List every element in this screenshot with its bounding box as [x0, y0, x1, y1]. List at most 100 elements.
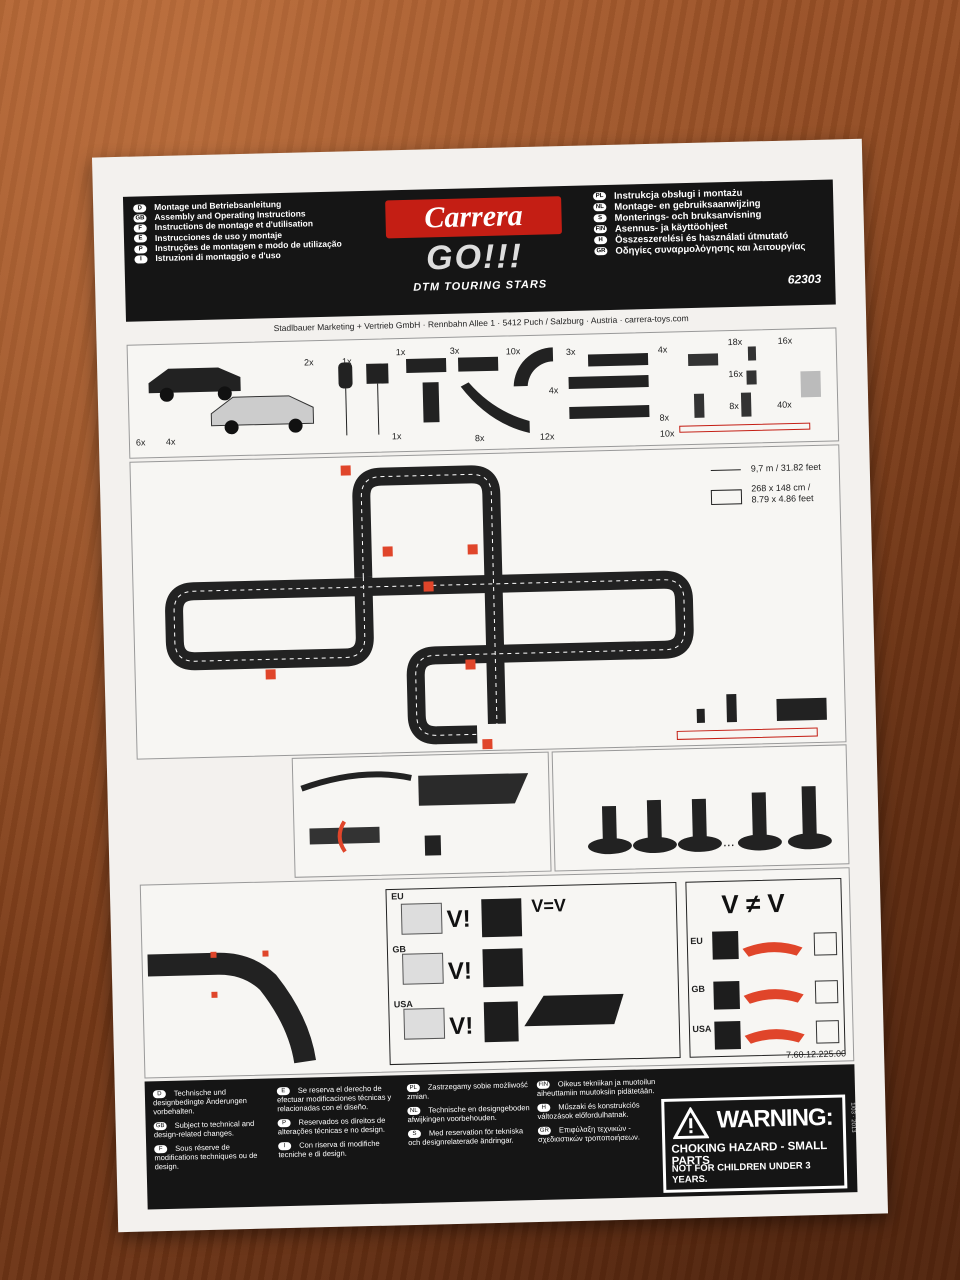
parts-illustration	[148, 346, 822, 436]
qty-label: 1x	[395, 346, 406, 358]
part-number: 7.60.12.225.00	[785, 1048, 847, 1060]
language-code-badge: PL	[592, 192, 607, 201]
region-label-eu: EU	[391, 891, 404, 902]
language-code-badge: D	[133, 204, 147, 213]
voltage-check-mark: V!	[446, 905, 472, 934]
qty-label: 16x	[728, 368, 744, 380]
support-assembly-step-panel: ...	[551, 744, 850, 872]
language-code-badge: P	[134, 244, 148, 254]
language-code-badge: NL	[593, 203, 607, 212]
track-layout-diagram	[165, 465, 827, 750]
voltage-check-mark: V!	[448, 1012, 474, 1041]
region-label-usa: USA	[393, 998, 413, 1010]
legal-note-text: Επιφύλαξη τεχνικών - σχεδιαστικών τροποπ…	[537, 1123, 641, 1145]
track-connection-step-panel	[291, 751, 552, 878]
qty-label: 4x	[165, 436, 176, 447]
qty-label: 8x	[659, 412, 670, 423]
qty-label: 10x	[659, 428, 675, 439]
power-adapter-icon	[366, 363, 389, 435]
legal-note-text: Med reservation för tekniska och designr…	[408, 1126, 524, 1148]
qty-label: 4x	[548, 385, 559, 396]
product-number: 62303	[787, 271, 822, 287]
carrera-logo: Carrera	[385, 196, 562, 239]
voltage-check-mark: V!	[447, 957, 473, 986]
language-code-badge: F	[133, 224, 147, 233]
qty-label: 10x	[505, 346, 521, 357]
legal-note-text: Technische und designbedingte Änderungen…	[152, 1087, 248, 1117]
legal-note-text: Sous réserve de modifications techniques…	[154, 1142, 258, 1172]
race-car-icon	[148, 367, 241, 402]
region-label-eu: EU	[690, 935, 703, 947]
track-piece-icons	[405, 347, 650, 433]
parts-list-panel: 2x 1x 1x 3x 10x 3x 4x 18x 16x 6x 4x 4x 1…	[126, 327, 840, 459]
language-code-badge: I	[134, 255, 148, 264]
qty-label: 8x	[474, 433, 485, 444]
qty-label: 8x	[729, 400, 739, 412]
track-layout-panel: 9,7 m / 31.82 feet 268 x 148 cm / 8.79 x…	[129, 444, 847, 760]
warning-title: WARNING:	[716, 1103, 833, 1134]
legal-note-text: Subject to technical and design-related …	[153, 1118, 255, 1140]
legal-note-text: Reservados os direitos de alterações téc…	[277, 1115, 386, 1137]
support-step-icons	[696, 693, 827, 723]
voltage-equal-label: V=V	[531, 895, 567, 917]
language-code-badge: S	[593, 214, 607, 223]
step-marker-icons	[265, 465, 493, 750]
qty-label: 16x	[777, 335, 793, 346]
race-car-icon	[210, 395, 315, 435]
track-area-label: 268 x 148 cm /	[751, 482, 811, 494]
qty-label: 3x	[449, 345, 460, 356]
qty-label: 2x	[303, 357, 314, 368]
qty-label: 18x	[727, 336, 743, 348]
warning-line-2: NOT FOR CHILDREN UNDER 3 YEARS.	[671, 1160, 811, 1186]
qty-label: 3x	[565, 346, 576, 358]
track-connection-diagram	[300, 771, 529, 856]
qty-label: 40x	[777, 399, 792, 410]
legal-note-text: Technische en designgeboden afwijkingen …	[407, 1103, 530, 1125]
qty-label: 4x	[657, 344, 668, 355]
choking-hazard-warning: WARNING: CHOKING HAZARD - SMALL PARTS NO…	[661, 1094, 848, 1193]
controller-icon	[338, 362, 353, 436]
qty-label: 1x	[341, 356, 352, 367]
legal-note-text: Zastrzegamy sobie możliwość zmian.	[406, 1080, 528, 1102]
track-area-imperial-label: 8.79 x 4.86 feet	[751, 493, 814, 505]
power-diagram	[147, 877, 846, 1066]
region-label-gb: GB	[691, 983, 706, 995]
region-label-gb: GB	[392, 944, 407, 955]
language-code-badge: FIN	[593, 225, 607, 234]
legal-note-text: Se reserva el derecho de efectuar modifi…	[276, 1083, 392, 1114]
guardrail-support-icons	[679, 346, 822, 433]
svg-text:...: ...	[723, 833, 735, 849]
power-connection-panel: EU GB USA V! V! V! V=V V ≠ V EU GB USA	[139, 867, 855, 1079]
warning-triangle-icon	[672, 1106, 710, 1140]
support-assembly-diagram: ...	[587, 786, 832, 855]
language-code-badge: GB	[133, 214, 147, 223]
language-text: Istruzioni di montaggio e d'uso	[155, 250, 281, 264]
legal-note-text: Oikeus tekniikan ja muotoilun aiheuttami…	[536, 1077, 656, 1098]
language-code-badge: H	[594, 236, 608, 245]
qty-label: 1x	[391, 431, 402, 442]
qty-label: 12x	[539, 431, 555, 442]
track-loop-lower	[165, 570, 694, 745]
voltage-not-equal-label: V ≠ V	[721, 887, 786, 920]
track-loop-upper	[352, 465, 506, 725]
